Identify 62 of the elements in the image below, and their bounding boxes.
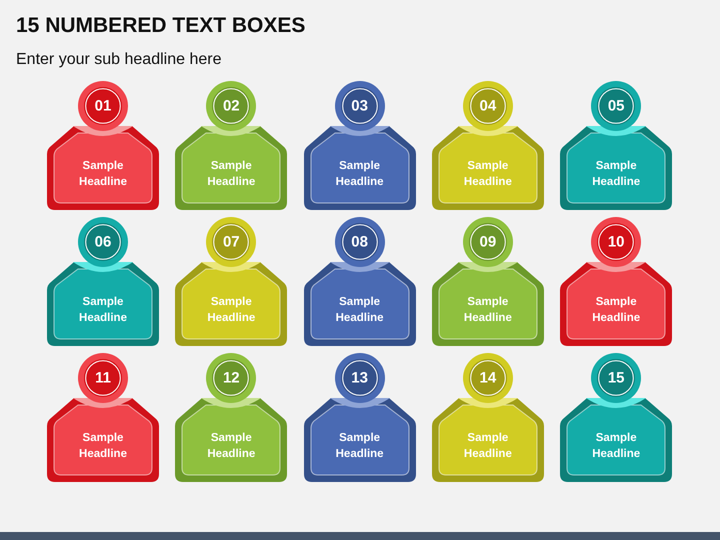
tag-card [560,126,672,210]
number-label: 10 [608,234,625,250]
number-label: 09 [480,234,496,250]
number-circle [591,81,642,131]
number-label: 03 [351,98,368,114]
headline-text: Sample Headline [464,159,512,190]
number-label: 04 [480,98,496,114]
number-circle [206,353,256,403]
number-circle [462,217,513,267]
tag-card [304,262,416,346]
tag-card [432,262,544,346]
subtitle: Enter your sub headline here [16,50,222,69]
tag-card [304,398,416,482]
number-label: 07 [222,234,240,250]
tag-card [560,398,672,482]
number-circle [334,353,385,403]
title: 15 NUMBERED TEXT BOXES [16,13,306,38]
tag-card [175,262,288,346]
headline-text: Sample Headline [79,431,127,462]
number-label: 13 [351,370,368,386]
headline-text: Sample Headline [336,159,384,190]
headline-text: Sample Headline [207,295,256,326]
headline-text: Sample Headline [79,295,127,326]
number-circle [334,81,385,131]
number-label: 08 [351,234,368,250]
headline-text: Sample Headline [336,431,384,462]
number-circle [462,81,513,131]
number-circle [334,217,385,267]
tag-card [175,126,288,210]
number-circle [206,217,256,267]
headline-text: Sample Headline [79,159,127,190]
number-label: 12 [222,370,240,386]
tag-card [304,126,416,210]
number-label: 02 [222,98,240,114]
tag-card [560,262,672,346]
tag-card [47,126,159,210]
number-label: 14 [480,370,496,386]
tag-card [47,398,159,482]
headline-text: Sample Headline [207,159,256,190]
number-circle [591,217,642,267]
number-circle [78,217,128,267]
number-label: 01 [94,98,112,114]
number-circle [462,353,513,403]
number-label: 15 [608,370,625,386]
tag-card [432,398,544,482]
headline-text: Sample Headline [464,295,512,326]
headline-text: Sample Headline [207,431,256,462]
tag-card [175,398,288,482]
headline-text: Sample Headline [592,295,640,326]
number-circle [591,353,642,403]
number-circle [78,353,128,403]
tag-card [432,126,544,210]
number-label: 11 [95,370,111,386]
number-circle [78,81,128,131]
headline-text: Sample Headline [336,295,384,326]
headline-text: Sample Headline [592,431,640,462]
number-label: 06 [94,234,112,250]
tag-card [47,262,159,346]
number-circle [206,81,256,131]
number-label: 05 [608,98,625,114]
headline-text: Sample Headline [464,431,512,462]
headline-text: Sample Headline [592,159,640,190]
